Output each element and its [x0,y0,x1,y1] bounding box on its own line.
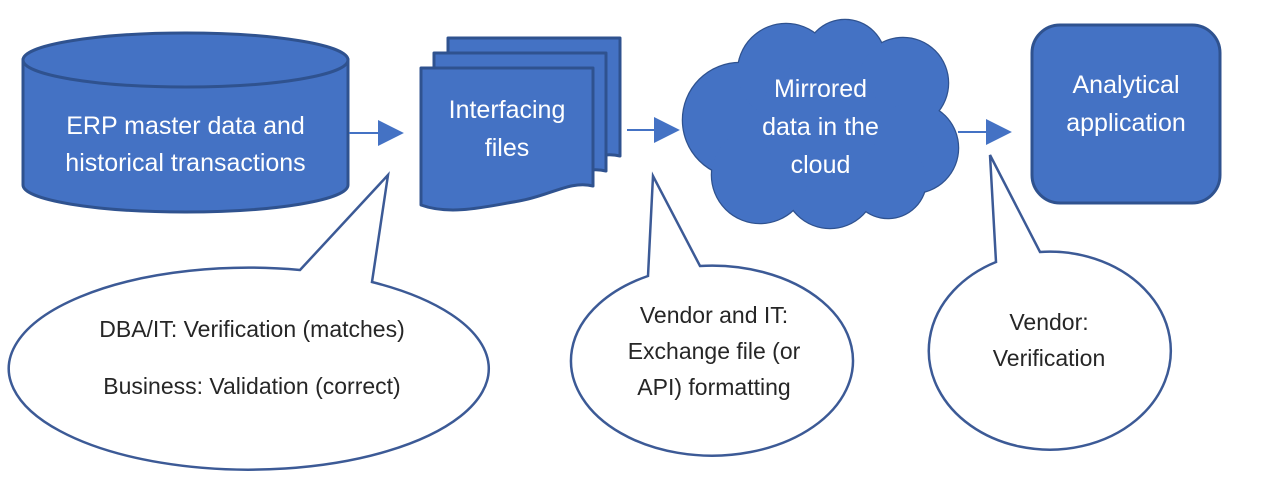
callout-vendor-it-label: Vendor and IT: Exchange file (or API) fo… [627,302,801,400]
callout-vendor-label: Vendor: Verification [992,309,1106,371]
analytical-application-label: Analytical application [1066,71,1186,137]
document-stack-shape [419,36,622,212]
erp-database-label: ERP master data and historical transacti… [65,112,306,177]
callout-dba-business-label: DBA/IT: Verification (matches) Business:… [99,316,405,399]
interfacing-files-label: Interfacing files [448,96,566,162]
erp-cylinder-shape [21,31,350,214]
cloud-shape [681,18,960,230]
callout-bubble-vendor-it [569,171,855,457]
analytical-app-shape [1030,23,1222,205]
mirrored-cloud-label: Mirrored data in the cloud [762,75,879,179]
callout-bubble-dba-business [7,171,491,471]
callout-bubble-vendor [927,154,1173,451]
